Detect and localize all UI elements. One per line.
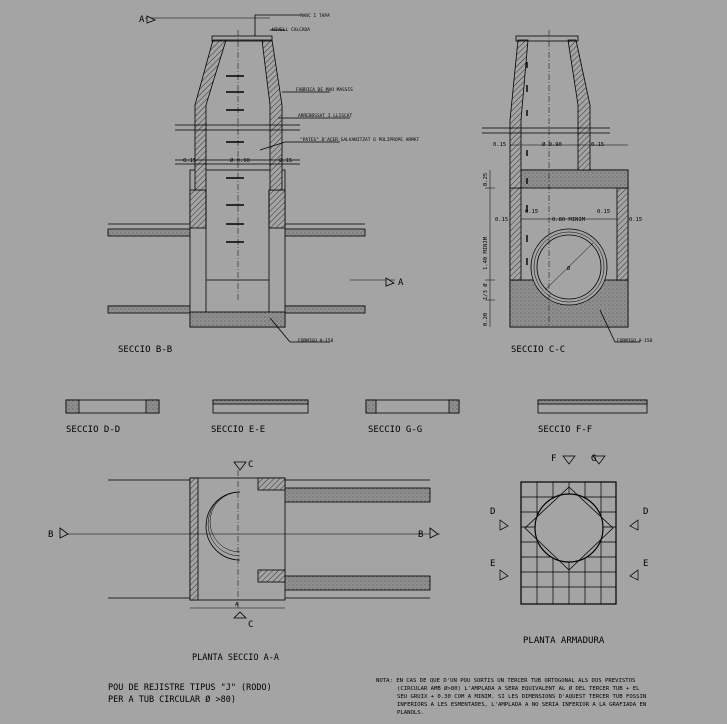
marker-e-left: E <box>490 559 495 569</box>
marker-a-right: A <box>398 278 404 288</box>
dim-cc-015-d: 0.15 <box>525 209 538 215</box>
dim-cc-140: 1.40 MINIM <box>483 236 489 270</box>
title-block: POU DE REJISTRE TIPUS "J" (RODO) PER A T… <box>108 683 272 705</box>
plan-section-a-a <box>59 461 440 619</box>
note-line-5: PLANOLS. <box>397 710 424 716</box>
title-line-2: PER A TUB CIRCULAR Ø >80) <box>108 694 236 705</box>
dim-bb-015-right: 0.15 <box>279 158 292 164</box>
reinforcement-plan <box>499 455 639 605</box>
dim-bb-090: Ø 0.90 <box>230 157 250 164</box>
section-aa-label: PLANTA SECCIO A-A <box>192 653 279 663</box>
callout-nivell: NIVELL CALCADA <box>272 27 310 33</box>
dim-cc-025: 0.25 <box>483 173 489 186</box>
callout-tapa: MARC I TAPA <box>300 13 330 19</box>
dim-cc-020: 0.20 <box>483 313 489 326</box>
dim-cc-015-a: 0.15 <box>493 142 506 148</box>
marker-b-right: B <box>418 530 423 540</box>
dim-cc-015-b: 0.15 <box>591 142 604 148</box>
dim-cc-015-c: 0.15 <box>495 217 508 223</box>
note-line-2: (CIRCULAR AMB Ø>80) L'AMPLADA A SERA EQU… <box>397 685 640 692</box>
marker-c-top: C <box>248 460 253 470</box>
callout-formigo-cc: FORMIGO H-150 <box>617 338 653 344</box>
note-line-1: NOTA: EN CAS DE QUE D'UN POU SORTIS UN T… <box>376 678 635 684</box>
marker-g: G <box>591 454 596 464</box>
dim-cc-diameter: Ø <box>567 265 571 272</box>
note-line-3: SEU GRUIX + 0.30 COM A MINIM. SI LES DIM… <box>397 694 646 700</box>
marker-a-top: A <box>139 15 145 25</box>
dim-bb-015-left: 0.15 <box>183 158 196 164</box>
marker-a-plan: A <box>235 602 239 608</box>
section-dd-label: SECCIO D-D <box>66 425 120 435</box>
dim-cc-090: Ø 0.90 <box>542 141 562 148</box>
dim-cc-015-e: 0.15 <box>597 209 610 215</box>
dim-cc-080: 0.80 MINIM <box>552 217 586 223</box>
note-block: NOTA: EN CAS DE QUE D'UN POU SORTIS UN T… <box>376 678 646 716</box>
marker-e-right: E <box>643 559 648 569</box>
section-ff-label: SECCIO F-F <box>538 425 592 435</box>
section-b-b <box>107 14 395 343</box>
section-bb-label: SECCIO B-B <box>118 345 172 355</box>
callout-formigo-bb: FORMIGO H-150 <box>298 338 334 344</box>
section-c-c <box>482 30 640 343</box>
section-gg-label: SECCIO G-G <box>368 425 422 435</box>
marker-c-bottom: C <box>248 620 253 630</box>
callout-fabrica: FABRICA DE MAO MASSIS <box>296 87 353 93</box>
marker-d-right: D <box>643 507 648 517</box>
dim-cc-015-f: 0.15 <box>629 217 642 223</box>
callout-pates: "PATES" D'ACER GALVANITZAT O POLIPROPE A… <box>300 137 419 143</box>
title-line-1: POU DE REJISTRE TIPUS "J" (RODO) <box>108 683 272 693</box>
note-line-4: INFERIORS A LES ESMENTADES, L'AMPLADA A … <box>397 702 646 708</box>
marker-b-left: B <box>48 530 53 540</box>
marker-d-left: D <box>490 507 495 517</box>
dim-cc-13: 1/3 Ø <box>482 283 489 300</box>
small-sections <box>65 399 648 414</box>
marker-f: F <box>551 454 556 464</box>
section-ee-label: SECCIO E-E <box>211 425 265 435</box>
section-cc-label: SECCIO C-C <box>511 345 565 355</box>
callout-arrebossat: ARREBOSSAT I LLISCAT <box>298 113 352 119</box>
armadura-label: PLANTA ARMADURA <box>523 636 605 646</box>
